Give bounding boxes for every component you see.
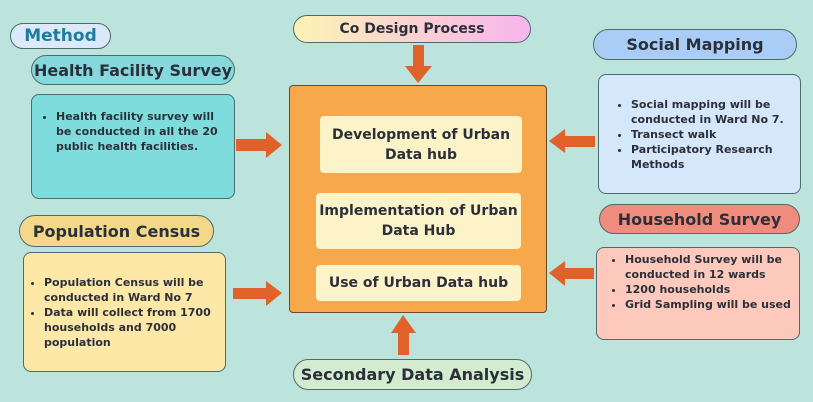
arrow-left-icon (549, 261, 594, 286)
bullet: Transect walk (631, 127, 794, 142)
social-mapping-box: Social mapping will be conducted in Ward… (598, 74, 801, 194)
arrow-right-icon (233, 281, 282, 306)
method-label: Method (10, 23, 111, 49)
population-census-title: Population Census (19, 215, 214, 247)
household-survey-title: Household Survey (599, 204, 800, 234)
health-facility-survey-box: Health facility survey will be conducted… (31, 94, 235, 199)
development-of-urban-data-hub: Development of Urban Data hub (320, 116, 522, 173)
use-of-urban-data-hub: Use of Urban Data hub (316, 265, 521, 301)
bullet: Household Survey will be conducted in 12… (625, 252, 793, 282)
population-census-box: Population Census will be conducted in W… (23, 252, 226, 372)
bullet: Data will collect from 1700 households a… (44, 305, 219, 350)
social-mapping-title: Social Mapping (593, 29, 797, 60)
implementation-of-urban-data-hub: Implementation of Urban Data Hub (316, 193, 521, 249)
co-design-process-title: Co Design Process (293, 15, 531, 43)
bullet: Health facility survey will be conducted… (56, 109, 226, 154)
bullet: 1200 households (625, 282, 793, 297)
arrow-right-icon (236, 132, 282, 158)
arrow-down-icon (405, 45, 432, 83)
arrow-up-icon (391, 315, 416, 355)
bullet: Social mapping will be conducted in Ward… (631, 97, 794, 127)
bullet: Population Census will be conducted in W… (44, 275, 219, 305)
bullet: Grid Sampling will be used (625, 297, 793, 312)
arrow-left-icon (549, 129, 595, 153)
secondary-data-analysis-title: Secondary Data Analysis (293, 359, 532, 390)
health-facility-survey-title: Health Facility Survey (31, 55, 235, 85)
bullet: Participatory Research Methods (631, 142, 794, 172)
household-survey-box: Household Survey will be conducted in 12… (596, 247, 800, 340)
